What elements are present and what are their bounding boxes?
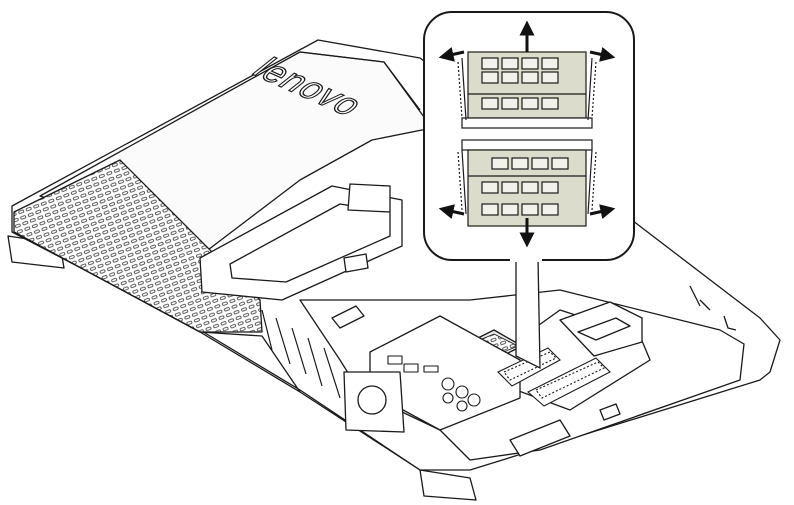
arrow-left-top-icon bbox=[438, 47, 465, 62]
right-foot bbox=[419, 469, 477, 501]
callout-pointer bbox=[515, 257, 541, 370]
arrow-right-bottom-icon bbox=[589, 204, 616, 219]
hinge-block bbox=[199, 185, 403, 301]
arrow-right-top-icon bbox=[589, 47, 616, 62]
release-arrows bbox=[438, 20, 616, 248]
arrow-left-bottom-icon bbox=[438, 204, 465, 219]
memory-module-bottom bbox=[457, 139, 597, 227]
ribs bbox=[261, 309, 341, 399]
round-port bbox=[357, 385, 387, 415]
memory-module-top bbox=[457, 51, 597, 129]
computer-chassis bbox=[7, 39, 781, 501]
